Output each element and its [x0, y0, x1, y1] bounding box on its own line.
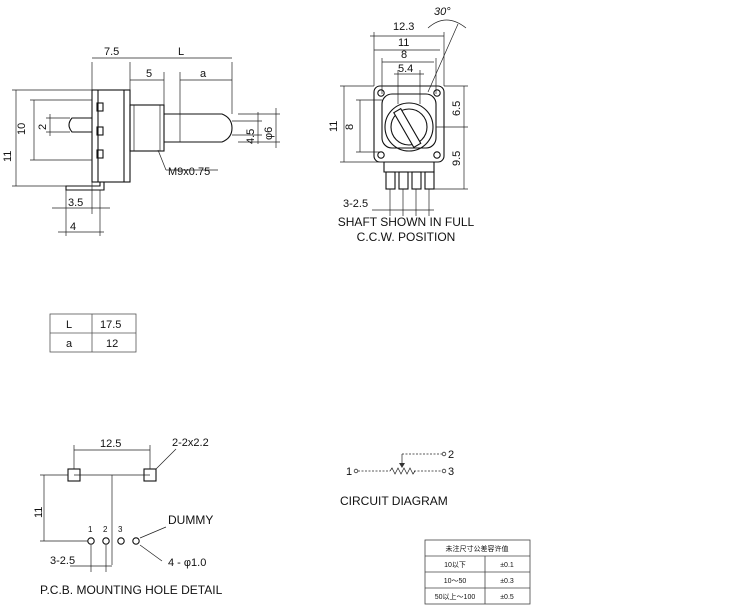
- circuit-terminal-3: [441, 468, 447, 474]
- pcb-dim-12-5: 12.5: [100, 438, 121, 450]
- front-caption-line2: C.C.W. POSITION: [357, 230, 456, 244]
- dim-12-3: 12.3: [393, 21, 414, 33]
- side-nub: [68, 117, 92, 133]
- dim-9-5: 9.5: [451, 151, 463, 166]
- tolerance-range-0: 10以下: [444, 561, 466, 569]
- tolerance-header: 未注尺寸公差容许值: [446, 544, 509, 553]
- pcb-caption: P.C.B. MOUNTING HOLE DETAIL: [40, 583, 223, 597]
- shaft-flat: [393, 107, 422, 149]
- bushing: [129, 104, 165, 152]
- dim-3-2-5-front: 3-2.5: [343, 198, 368, 210]
- pcb-dummy-label: DUMMY: [168, 513, 213, 527]
- front-view: 12.3 11 8 5.4 30° 11 8 6.5 9.5 3-2.5 SHA…: [328, 6, 475, 244]
- size-table-value-0: 17.5: [100, 319, 121, 331]
- pin-b: [398, 171, 409, 190]
- dim-3-5: 3.5: [68, 197, 83, 209]
- circuit-diagram: 1 2 3 CIRCUIT DIAGRAM: [340, 449, 454, 508]
- knob-ring: [384, 102, 434, 152]
- tolerance-value-2: ±0.5: [500, 594, 514, 601]
- dim-6-5: 6.5: [451, 101, 463, 116]
- terminal: [65, 182, 105, 191]
- pcb-hole-pin-2: [102, 537, 110, 545]
- pcb-hole-label: 4 - φ1.0: [168, 557, 206, 569]
- circuit-terminal-2: [441, 451, 447, 457]
- shaft: [164, 113, 233, 143]
- front-caption-line1: SHAFT SHOWN IN FULL: [338, 215, 475, 229]
- dim-2: 2: [37, 124, 49, 130]
- pcb-hole-dummy: [132, 537, 140, 545]
- size-table-key-0: L: [66, 319, 72, 331]
- size-table-key-1: a: [66, 338, 73, 350]
- dim-phi6: φ6: [263, 127, 275, 140]
- dim-11-side: 11: [2, 151, 14, 162]
- dim-5: 5: [146, 68, 152, 80]
- pcb-dim-3-2-5: 3-2.5: [50, 555, 75, 567]
- dim-5-4: 5.4: [398, 63, 413, 75]
- tolerance-table: 未注尺寸公差容许值 10以下 ±0.1 10～50 ±0.3 50以上～100 …: [424, 539, 531, 605]
- pcb-dim-11: 11: [33, 507, 45, 518]
- dim-4-5: 4.5: [245, 129, 257, 144]
- dim-7-5: 7.5: [104, 46, 119, 58]
- circuit-pin-1-label: 1: [346, 466, 352, 478]
- pcb-pin-label-1: 1: [88, 525, 93, 534]
- size-table-value-1: 12: [106, 338, 118, 350]
- tolerance-range-2: 50以上～100: [435, 592, 476, 601]
- pcb-hole-pin-1: [87, 537, 95, 545]
- circuit-pin-3-label: 3: [448, 466, 454, 478]
- pcb-dim-2-2x2-2: 2-2x2.2: [172, 437, 209, 449]
- circuit-caption: CIRCUIT DIAGRAM: [340, 494, 448, 508]
- tolerance-range-1: 10～50: [444, 578, 467, 585]
- pin-a: [385, 171, 396, 190]
- thread-label: M9x0.75: [168, 166, 210, 178]
- front-body: [373, 85, 445, 163]
- tolerance-value-1: ±0.3: [500, 578, 514, 585]
- pcb-detail: 12.5 2-2x2.2 11 1 2 3 DUMMY 4 - φ1.0 3-2…: [33, 437, 223, 597]
- dim-L: L: [178, 46, 184, 58]
- dim-11-top: 11: [398, 37, 409, 49]
- dim-a: a: [200, 68, 207, 80]
- dim-11-left: 11: [328, 121, 340, 132]
- dim-10: 10: [16, 123, 28, 135]
- dim-8-left: 8: [344, 124, 356, 130]
- dim-30-deg: 30°: [434, 6, 451, 18]
- side-view: 7.5 L 5 a 10 2 11 4.5 φ6 M9x0.75: [2, 46, 280, 236]
- pin-d: [424, 171, 435, 190]
- circuit-pin-2-label: 2: [448, 449, 454, 461]
- shaft-face: [390, 108, 428, 146]
- pcb-pin-label-2: 2: [103, 525, 108, 534]
- tolerance-value-0: ±0.1: [500, 562, 514, 569]
- pin-c: [411, 171, 422, 190]
- dim-4: 4: [70, 221, 76, 233]
- circuit-terminal-1: [353, 468, 359, 474]
- dim-8-top: 8: [401, 49, 407, 61]
- pcb-hole-pin-3: [117, 537, 125, 545]
- pcb-pin-label-3: 3: [118, 525, 123, 534]
- resistor-zigzag: [389, 467, 416, 475]
- size-table: L 17.5 a 12: [49, 313, 137, 353]
